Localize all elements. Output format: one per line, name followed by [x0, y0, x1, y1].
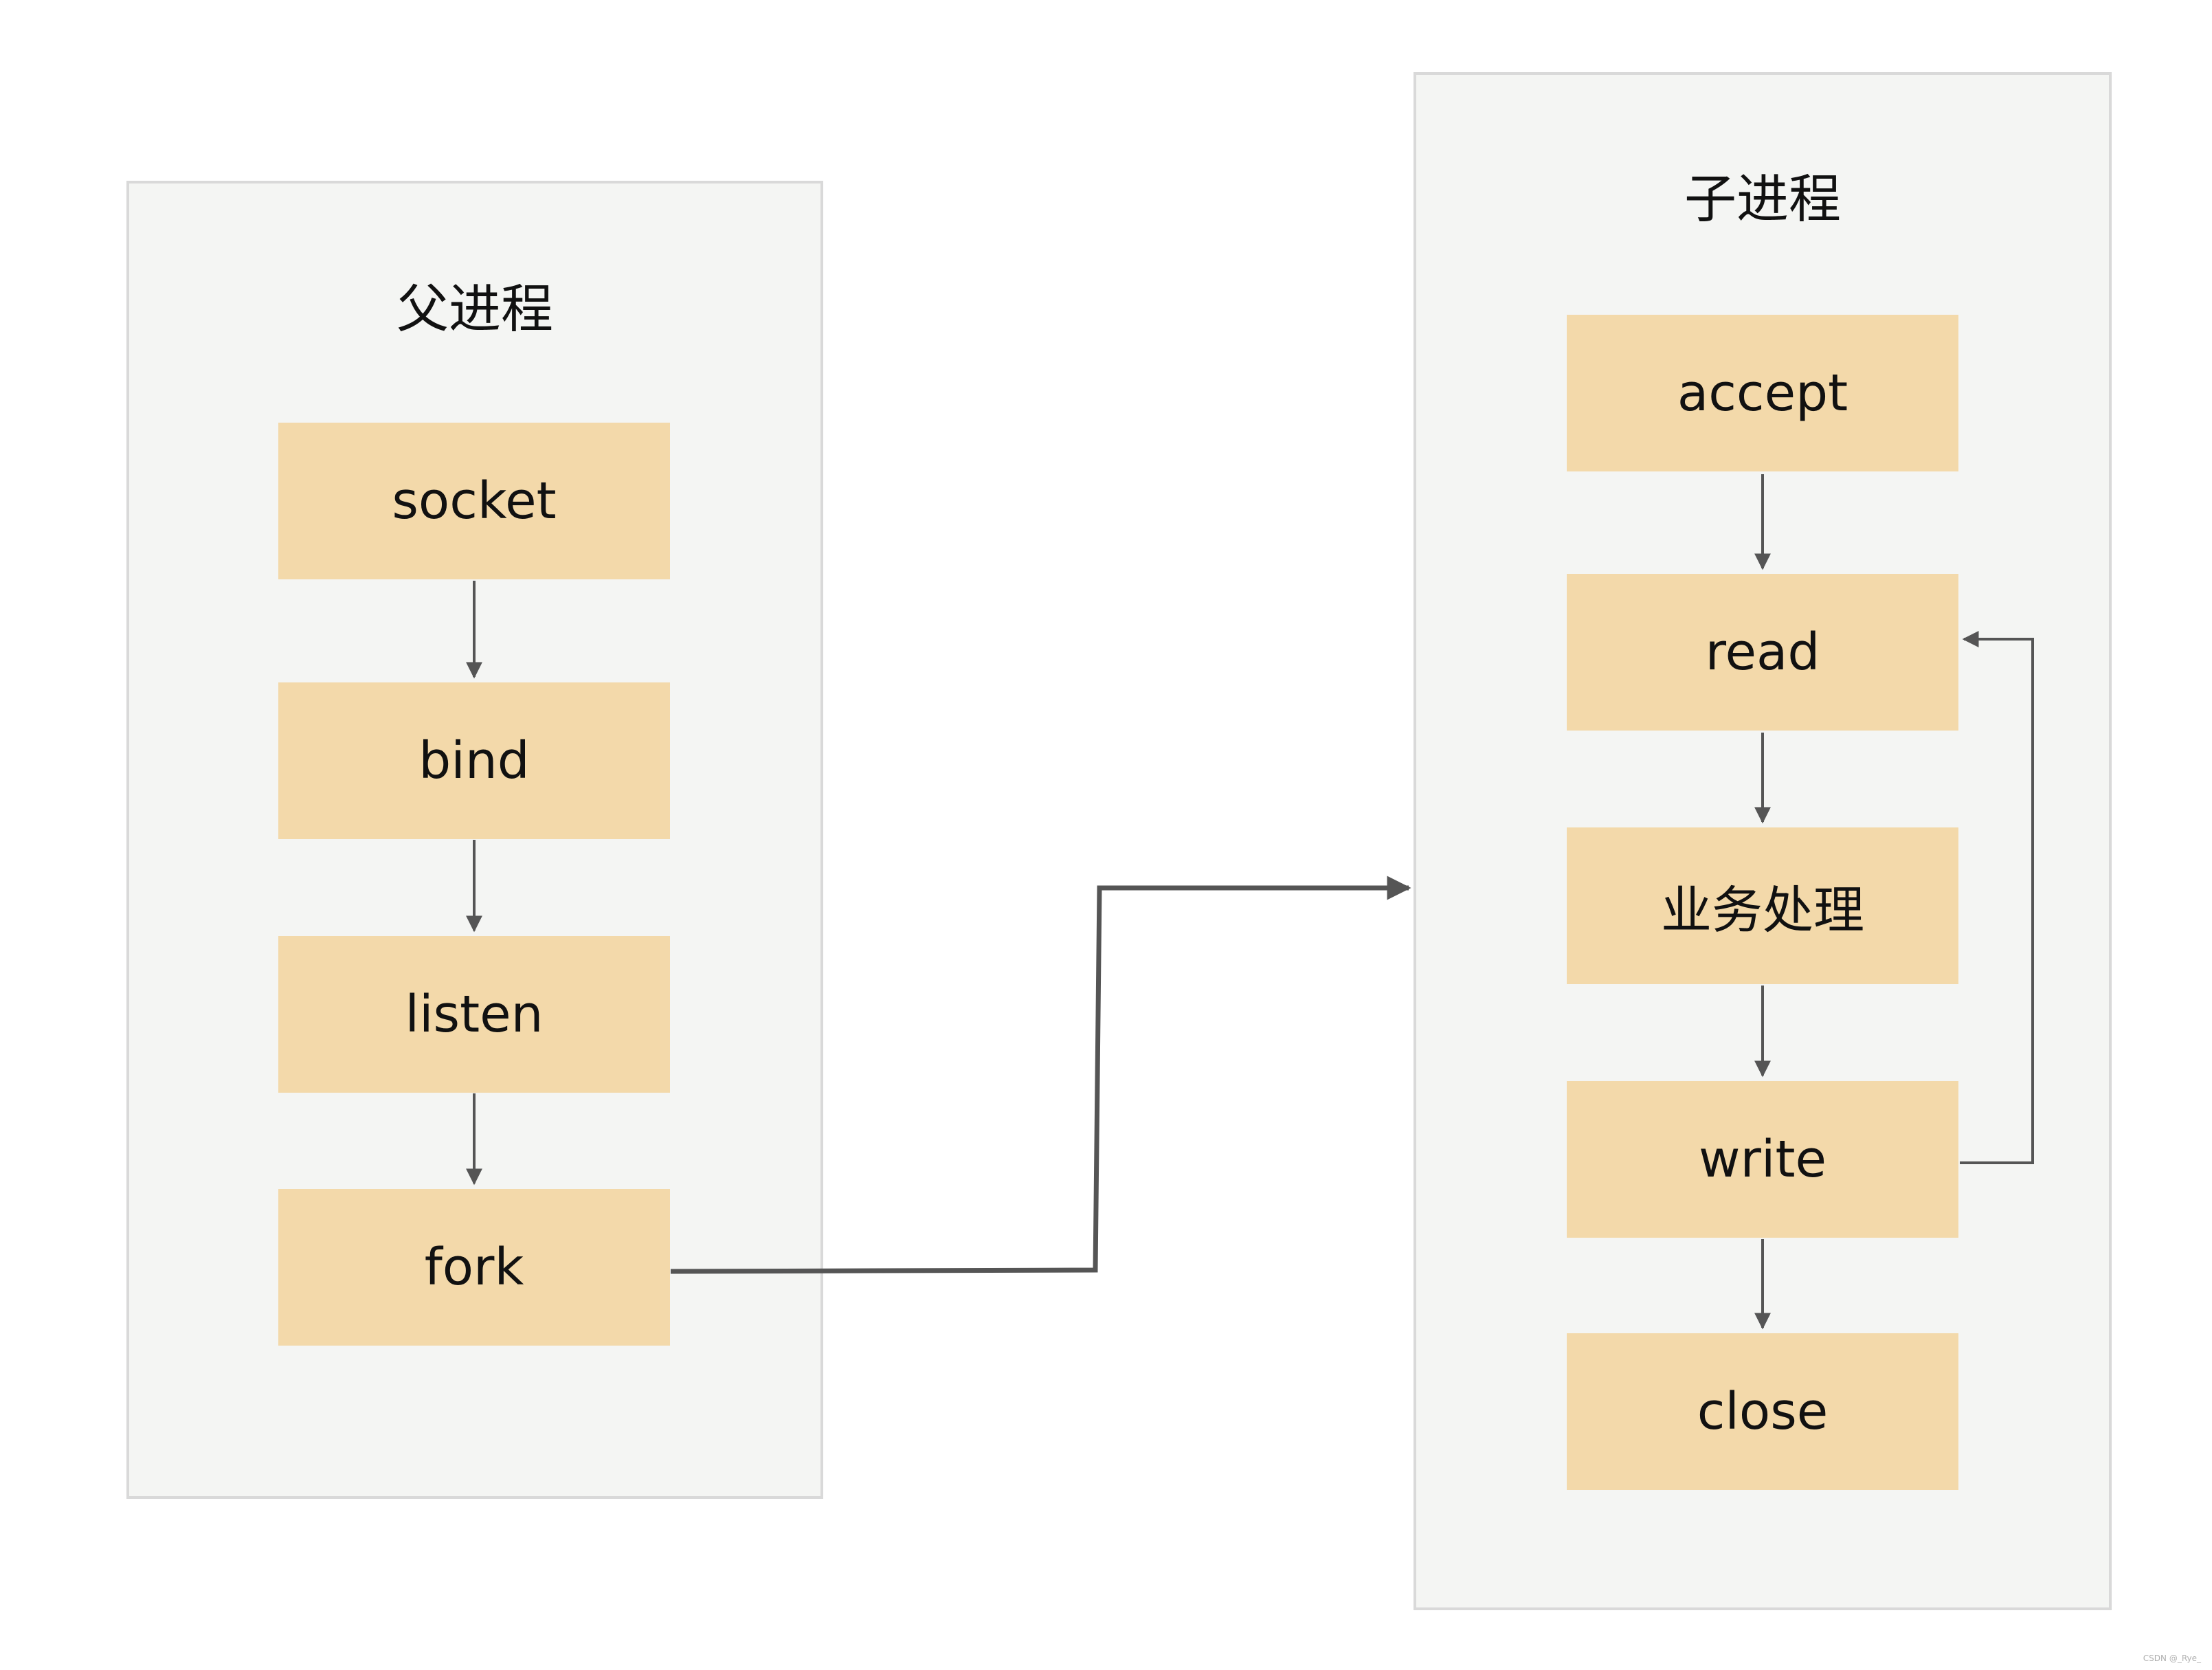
- child-process-title: 子进程: [1684, 168, 1841, 230]
- step-fork: fork: [278, 1189, 670, 1346]
- step-close: close: [1567, 1333, 1958, 1490]
- step-business-processing: 业务处理: [1567, 827, 1958, 984]
- step-read: read: [1567, 574, 1958, 731]
- step-socket: socket: [278, 423, 670, 579]
- step-listen: listen: [278, 936, 670, 1093]
- step-bind: bind: [278, 682, 670, 839]
- step-accept: accept: [1567, 315, 1958, 471]
- parent-process-title: 父进程: [396, 278, 553, 339]
- step-write: write: [1567, 1081, 1958, 1238]
- watermark: CSDN @_Rye_: [2143, 1654, 2201, 1663]
